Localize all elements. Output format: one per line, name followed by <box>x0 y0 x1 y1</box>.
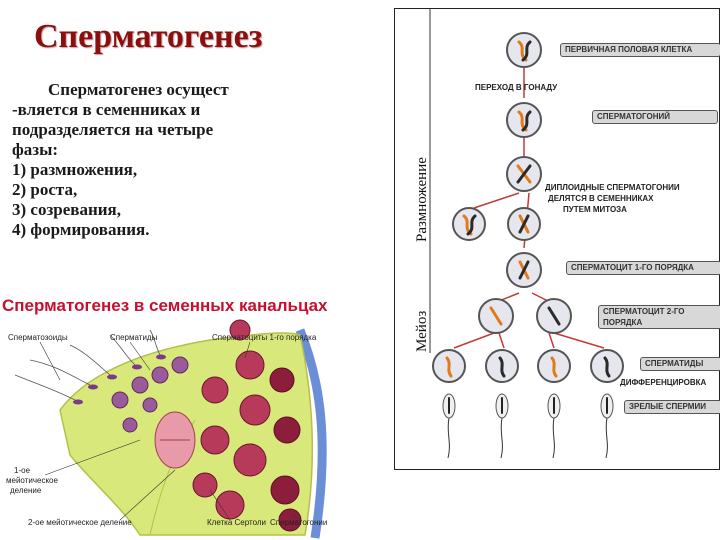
stage-spermatocyte-1: СПЕРМАТОЦИТ 1-ГО ПОРЯДКА <box>566 261 720 275</box>
body-line: 1) размножения, <box>12 160 138 179</box>
stage-mature-sperm: ЗРЕЛЫЕ СПЕРМИИ <box>624 400 720 414</box>
label-spermatocytes-1: Сперматоциты 1-го порядка <box>212 333 317 342</box>
spermatogonium-cell <box>278 508 302 532</box>
stage-spermatids: СПЕРМАТИДЫ <box>640 357 720 371</box>
label-spermatids: Сперматиды <box>110 333 158 342</box>
slide-title: Сперматогенез <box>34 18 263 55</box>
spermatocyte-cell <box>200 425 230 455</box>
stage-diploid: ДЕЛЯТСЯ В СЕМЕННИКАХ <box>548 194 654 203</box>
phase-label-meiosis: Мейоз <box>414 310 430 352</box>
body-line: Сперматогенез осущест <box>48 80 229 99</box>
label-meiosis-1: мейотическое <box>6 476 58 485</box>
spermatid-cell <box>151 366 169 384</box>
body-line: -вляется в семенниках и <box>12 100 201 119</box>
spermatid-cell <box>142 397 158 413</box>
slide-body-text: Сперматогенез осущест -вляется в семенни… <box>12 80 282 240</box>
spermatocyte-cell <box>239 394 271 426</box>
stage-spermatogonium: СПЕРМАТОГОНИЙ <box>592 110 718 124</box>
diploid-spermatogonium <box>452 207 486 241</box>
spermatogonium-cell <box>270 475 300 505</box>
spermatocyte-cell <box>215 490 245 520</box>
phase-label-reproduction: Размножение <box>414 157 430 242</box>
stage-diploid: ДИПЛОИДНЫЕ СПЕРМАТОГОНИИ <box>545 183 680 192</box>
stage-transfer: ПЕРЕХОД В ГОНАДУ <box>475 83 558 92</box>
stage-spermatocyte-2: СПЕРМАТОЦИТ 2-ГО ПОРЯДКА <box>598 305 720 329</box>
spermatogonium-cell <box>269 367 295 393</box>
body-line: подразделяется на четыре <box>12 120 214 139</box>
seminiferous-tubule-illustration <box>14 319 327 539</box>
spermatocyte-cell <box>192 472 218 498</box>
label-meiosis-1: деление <box>10 486 42 495</box>
spermatid-cell <box>131 376 149 394</box>
stage-differentiation: ДИФФЕРЕНЦИРОВКА <box>620 378 707 387</box>
spermatocyte-cell <box>235 350 265 380</box>
histology-title: Сперматогенез в семенных канальцах <box>2 296 328 315</box>
spermatid-cell <box>111 391 129 409</box>
body-line: фазы: <box>12 140 59 159</box>
spermatogonium <box>506 102 542 138</box>
spermatid-cell <box>122 417 138 433</box>
body-line: 3) созревания, <box>12 200 122 219</box>
label-meiosis-1: 1-ое <box>14 466 31 475</box>
stage-spermatocyte-2-line: СПЕРМАТОЦИТ 2-ГО <box>603 307 685 316</box>
stage-primary-germ-cell: ПЕРВИЧНАЯ ПОЛОВАЯ КЛЕТКА <box>560 43 720 57</box>
label-spermatogonia: Сперматогонии <box>270 518 328 527</box>
body-line: 2) роста, <box>12 180 78 199</box>
primary-germ-cell <box>506 32 542 68</box>
label-meiosis-2: 2-ое мейотическое деление <box>28 518 132 527</box>
stage-diploid: ПУТЕМ МИТОЗА <box>563 205 627 214</box>
basement-membrane <box>295 328 327 539</box>
spermatocyte-cell <box>201 376 229 404</box>
spermatogenesis-scheme <box>394 8 720 470</box>
spermatogonium-cell <box>273 416 301 444</box>
stage-spermatocyte-2-line: ПОРЯДКА <box>603 318 643 327</box>
spermatocyte-cell <box>233 443 267 477</box>
label-spermatozoa: Сперматозоиды <box>8 333 68 342</box>
spermatocyte-cell <box>229 319 251 341</box>
body-line: 4) формирования. <box>12 220 150 239</box>
label-sertoli-cell: Клетка Сертоли <box>207 518 267 527</box>
spermatid-cell <box>171 356 189 374</box>
